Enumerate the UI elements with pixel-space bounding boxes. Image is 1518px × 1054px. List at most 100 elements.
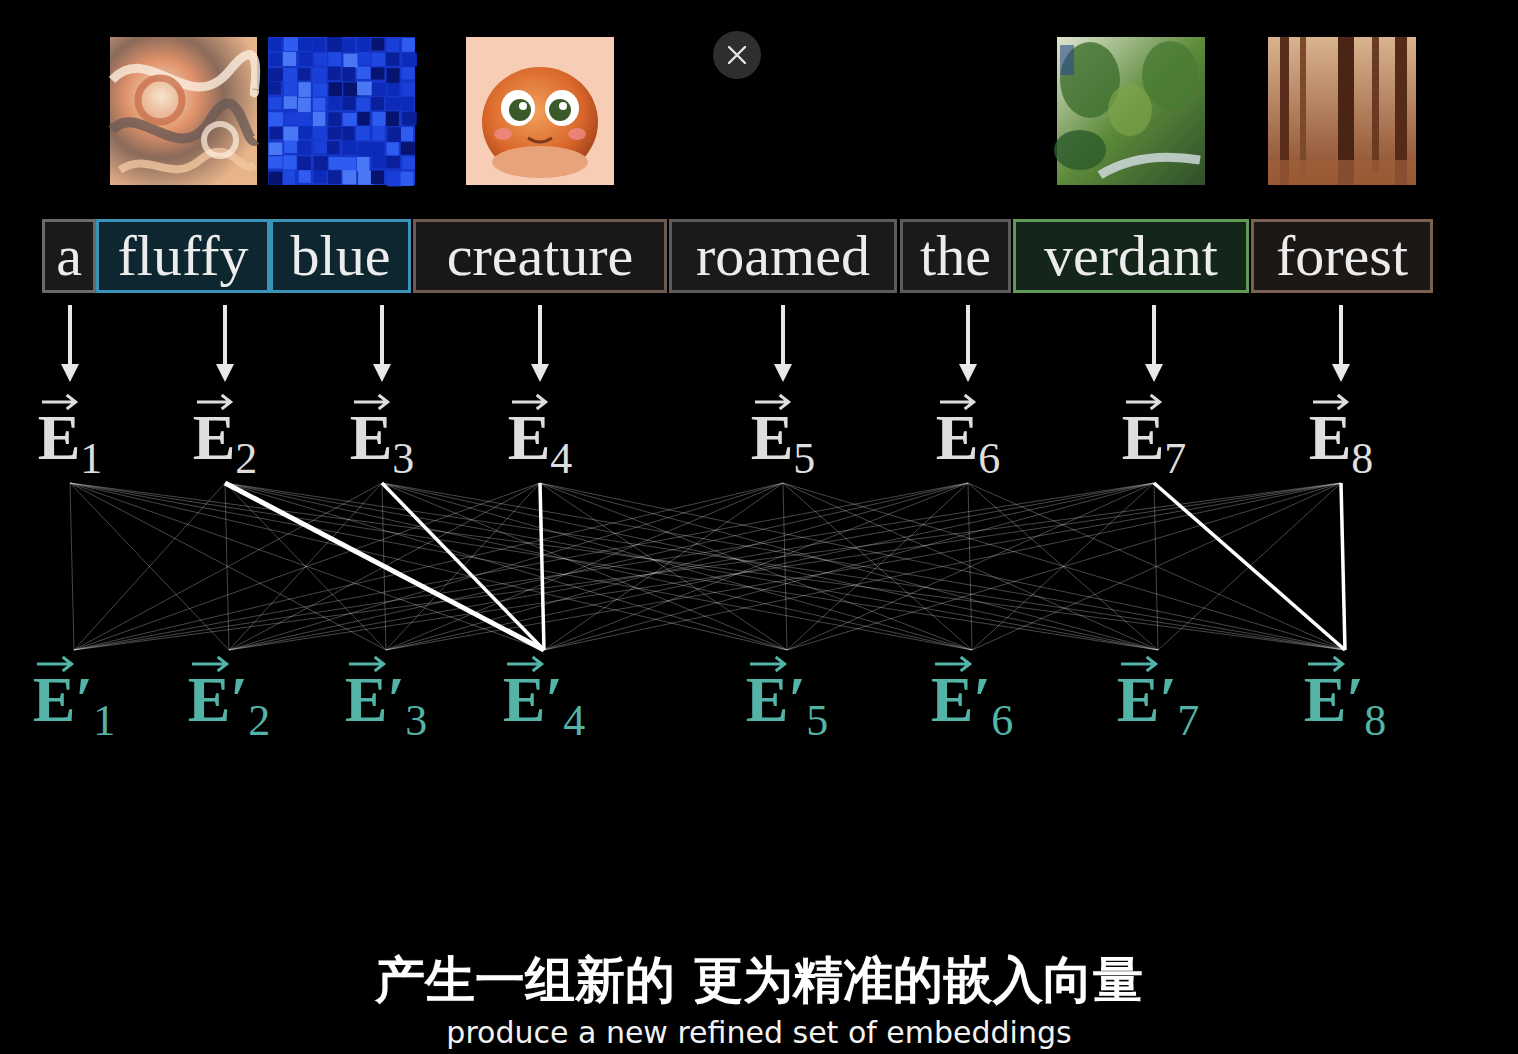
mosaic-tile	[401, 127, 413, 141]
mosaic-tile	[283, 126, 298, 140]
mosaic-tile	[356, 126, 369, 140]
arrowhead	[531, 364, 549, 382]
connector-line	[74, 483, 225, 650]
connector	[774, 305, 792, 382]
refined-embedding: E′8	[1304, 652, 1387, 743]
mosaic-tile	[371, 68, 384, 80]
vector-symbol: E	[1122, 402, 1165, 473]
token-text: creature	[447, 222, 634, 290]
mosaic-tile	[328, 127, 341, 139]
mosaic-tile	[357, 112, 369, 125]
connector	[74, 483, 968, 650]
mosaic-tile	[298, 141, 311, 155]
token-text: verdant	[1044, 222, 1218, 290]
connector	[386, 483, 540, 650]
mosaic-tile	[269, 142, 283, 154]
mosaic-tile	[372, 112, 386, 126]
connector-line	[968, 483, 1345, 650]
connector	[1341, 483, 1345, 650]
connector-line	[787, 483, 1154, 650]
connector-line	[781, 305, 785, 364]
connector-line	[1339, 305, 1343, 364]
connector	[959, 305, 977, 382]
connector-line	[540, 483, 1345, 650]
mosaic-tile	[328, 67, 341, 80]
connector	[382, 483, 1345, 650]
token-text: blue	[291, 222, 391, 290]
connector-line	[229, 483, 1341, 650]
mosaic-tile	[328, 170, 341, 183]
mosaic-tile	[387, 127, 401, 142]
mosaic-tile	[386, 156, 400, 169]
connector	[540, 483, 1345, 650]
connector	[70, 483, 972, 650]
mosaic-tile	[387, 142, 399, 155]
connector-line	[386, 483, 968, 650]
mosaic-tile	[401, 172, 414, 186]
mosaic-tile	[284, 96, 297, 109]
embedding-vector: E8	[1309, 390, 1374, 481]
connector-line	[540, 483, 544, 650]
embedding-vector: E4	[508, 390, 573, 481]
mosaic-tile	[356, 98, 369, 112]
mosaic-tile	[402, 38, 415, 52]
mosaic-tile	[342, 157, 356, 172]
connector-line	[540, 483, 972, 650]
connector-line	[1341, 483, 1345, 650]
connector-line	[386, 483, 1341, 650]
token-text: roamed	[696, 222, 870, 290]
connector	[540, 483, 972, 650]
refined-embedding: E′7	[1117, 652, 1200, 743]
connector	[972, 483, 1341, 650]
vector-index: 3	[392, 434, 414, 483]
vector-symbol: E	[193, 402, 236, 473]
mosaic-tile	[327, 141, 339, 154]
refined-embedding: E′6	[931, 652, 1014, 743]
mosaic-tile	[314, 170, 326, 183]
vector-index: 7	[1164, 434, 1186, 483]
connector	[70, 483, 787, 650]
token-box: forest	[1251, 219, 1433, 293]
mosaic-tile	[371, 38, 384, 50]
mosaic-tile	[283, 52, 296, 66]
vector-index: 2	[248, 696, 270, 745]
mosaic-tile	[299, 170, 311, 183]
mosaic-tile	[313, 112, 325, 127]
connector	[229, 483, 968, 650]
connector-line	[74, 483, 1341, 650]
connector	[74, 483, 540, 650]
mosaic-tile	[298, 126, 311, 138]
connector-line	[70, 483, 972, 650]
vector-symbol: E	[751, 402, 794, 473]
mosaic-tile	[313, 126, 327, 140]
connector-line	[1152, 305, 1156, 364]
token-box: the	[900, 219, 1011, 293]
connector-line	[74, 483, 1154, 650]
connector-line	[787, 483, 1341, 650]
refined-embedding: E′4	[503, 652, 586, 743]
mosaic-tile	[268, 68, 283, 81]
mosaic-tile	[298, 68, 311, 80]
vector-index: 2	[235, 434, 257, 483]
vector-index: 7	[1177, 696, 1199, 745]
mosaic-tile	[357, 157, 370, 171]
arrowhead	[216, 364, 234, 382]
mosaic-tile	[371, 142, 384, 156]
mosaic-tile	[268, 172, 282, 185]
mosaic-tile	[284, 141, 297, 153]
connector	[70, 483, 1345, 650]
mosaic-tile	[270, 126, 283, 139]
connector	[386, 483, 783, 650]
vector-symbol: E′	[746, 664, 807, 735]
vector-index: 4	[550, 434, 572, 483]
vector-index: 1	[80, 434, 102, 483]
vector-symbol: E′	[931, 664, 992, 735]
mosaic-tile	[313, 83, 327, 96]
connector-line	[225, 483, 1158, 650]
mosaic-tile	[313, 98, 326, 111]
mosaic-tile	[342, 97, 356, 110]
mosaic-tile	[342, 39, 355, 52]
mosaic-tile	[329, 157, 344, 170]
mosaic-tile	[268, 156, 282, 168]
